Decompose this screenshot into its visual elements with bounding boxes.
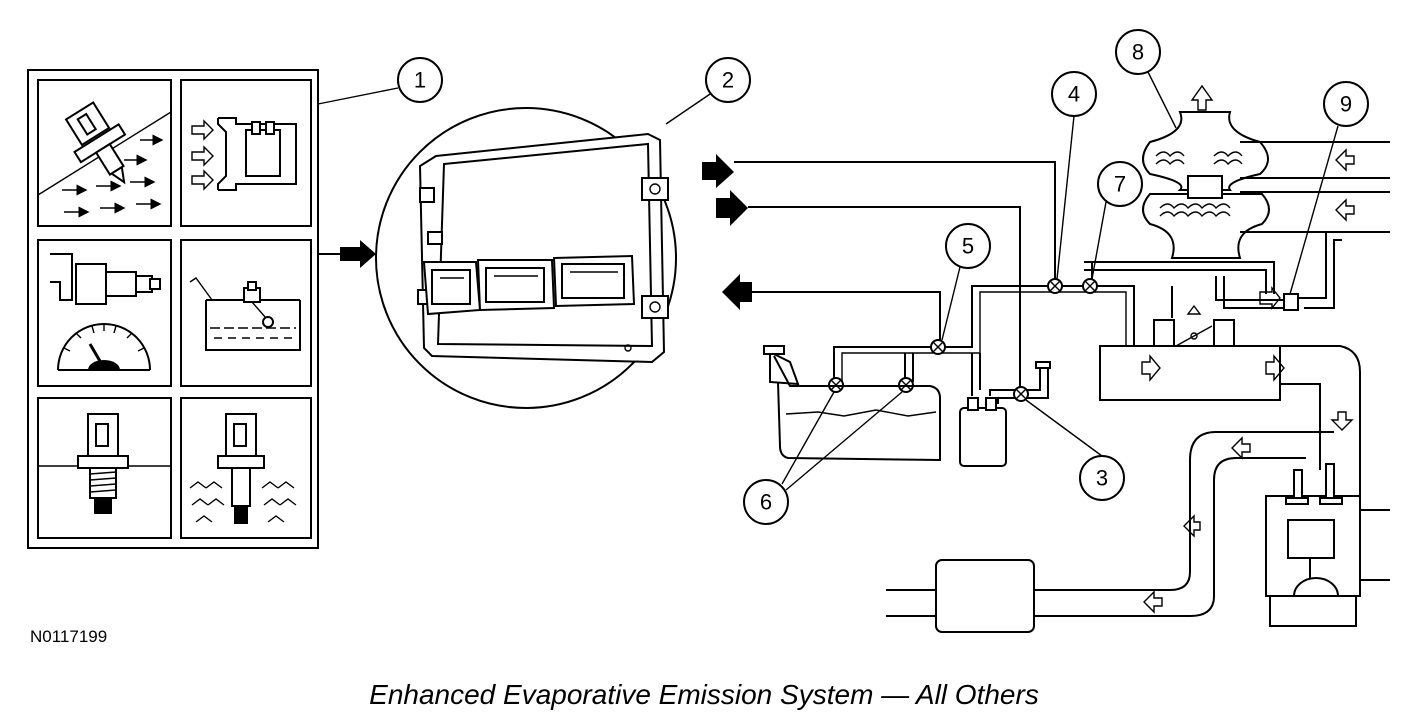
- callout-8: 8: [1115, 29, 1161, 75]
- valve-4-icon: [1047, 278, 1063, 294]
- callout-4: 4: [1051, 71, 1097, 117]
- callout-9: 9: [1323, 81, 1369, 127]
- input-arrow: [318, 240, 376, 268]
- leader-line-1: [317, 87, 399, 105]
- leader-lines: [781, 71, 1339, 491]
- callout-6: 6: [743, 479, 789, 525]
- intake-manifold: [1099, 304, 1361, 500]
- callout-2: 2: [705, 57, 751, 103]
- svg-text:1: 1: [414, 68, 426, 93]
- signal-lines: [734, 161, 1056, 390]
- svg-text:3: 3: [1096, 466, 1108, 491]
- svg-text:7: 7: [1114, 172, 1126, 197]
- fluid-temperature-sensor-icon: [180, 397, 312, 539]
- callout-3: 3: [1079, 455, 1125, 501]
- pcm-module: [375, 107, 677, 409]
- svg-text:4: 4: [1068, 82, 1080, 107]
- valve-3-icon: [1013, 386, 1029, 402]
- figure-id: N0117199: [30, 627, 107, 646]
- svg-text:5: 5: [962, 234, 974, 259]
- valve-5-icon: [930, 339, 946, 355]
- pcm-output-arrows: [702, 154, 752, 310]
- valve-7-icon: [1082, 278, 1098, 294]
- mass-airflow-sensor-icon: [180, 79, 312, 227]
- charcoal-canister: [959, 397, 1007, 467]
- air-intake-assembly: [1142, 84, 1390, 311]
- svg-text:8: 8: [1132, 40, 1144, 65]
- callouts: 1 2 3 4 5 6 7 8: [397, 29, 1369, 525]
- fuel-tank: [763, 345, 941, 462]
- svg-text:6: 6: [760, 490, 772, 515]
- figure-caption: Enhanced Evaporative Emission System — A…: [369, 679, 1039, 710]
- svg-text:9: 9: [1340, 92, 1352, 117]
- callout-1: 1: [397, 57, 443, 103]
- valves: [828, 278, 1098, 402]
- gauge-sensor-icon: [37, 239, 172, 387]
- engine-exhaust: [886, 411, 1390, 633]
- callout-5: 5: [945, 223, 991, 269]
- sensor-input-panel: [27, 69, 319, 549]
- fuel-level-sender-icon: [180, 239, 312, 387]
- airflow-sensor-icon: [37, 79, 172, 227]
- leader-line-2: [665, 89, 717, 125]
- temperature-sensor-icon: [37, 397, 172, 539]
- callout-7: 7: [1097, 161, 1143, 207]
- svg-text:2: 2: [722, 68, 734, 93]
